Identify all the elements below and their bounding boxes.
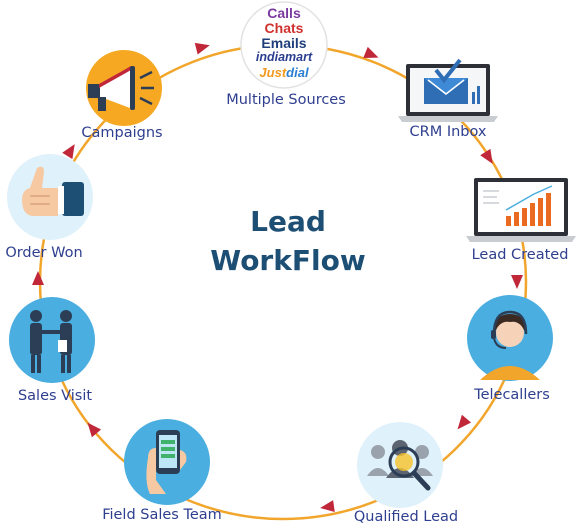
step-label-lead-created: Lead Created — [471, 247, 569, 263]
thumbs-up-icon — [7, 154, 93, 240]
megaphone-icon — [86, 50, 162, 126]
source-emails: Emails — [261, 35, 307, 51]
step-label-qualified-lead: Qualified Lead — [353, 509, 459, 525]
source-indiamart: indiamart — [255, 50, 313, 64]
arrow-won-to-campaigns — [62, 144, 75, 160]
justdial-just: Just — [259, 65, 287, 80]
diagram-title-line1: Lead — [250, 205, 326, 238]
arrow-qualified-to-field — [320, 500, 335, 512]
laptop-email-icon — [398, 58, 498, 122]
laptop-chart-icon — [466, 178, 576, 242]
smartphone-hand-icon — [124, 419, 210, 505]
flow-arrows — [32, 42, 523, 512]
headset-agent-icon — [467, 295, 553, 381]
step-label-sales-visit: Sales Visit — [17, 388, 93, 404]
arrow-crm-to-lead-created — [480, 148, 493, 164]
handshake-icon — [9, 297, 95, 383]
sources-circle — [240, 1, 328, 89]
diagram-title-line2: WorkFlow — [210, 244, 366, 277]
arrow-visit-to-won — [32, 271, 44, 285]
source-chats: Chats — [264, 20, 304, 36]
justdial-dial: dial — [286, 65, 309, 80]
step-label-multiple-sources: Multiple Sources — [226, 92, 346, 108]
arrow-field-to-visit — [87, 422, 102, 438]
arrow-lead-created-to-telecallers — [511, 275, 523, 289]
step-label-order-won: Order Won — [5, 245, 83, 261]
step-label-campaigns: Campaigns — [81, 125, 163, 141]
arrow-campaigns-to-sources — [194, 42, 210, 55]
step-label-crm-inbox: CRM Inbox — [409, 124, 487, 140]
step-label-field-sales-team: Field Sales Team — [102, 507, 222, 523]
arrow-sources-to-crm — [363, 46, 379, 58]
step-label-telecallers: Telecallers — [474, 387, 550, 403]
arrow-telecallers-to-qualified — [457, 414, 472, 430]
source-justdial: Justdial — [259, 66, 308, 79]
magnifier-people-icon — [357, 422, 443, 508]
source-calls: Calls — [267, 5, 301, 21]
